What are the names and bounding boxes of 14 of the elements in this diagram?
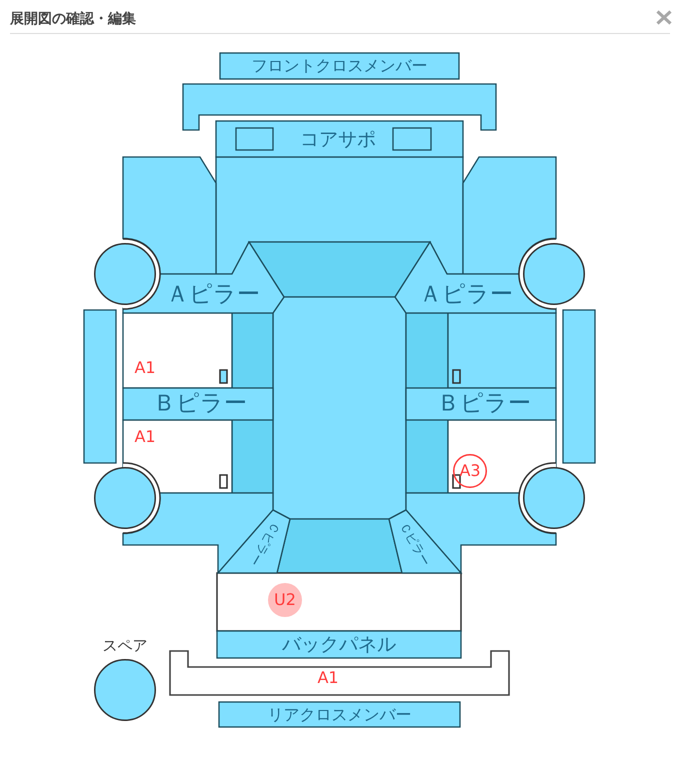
damage-code: A3 bbox=[459, 463, 481, 479]
panel-label: Ａピラー bbox=[419, 284, 513, 306]
panel-label: フロントクロスメンバー bbox=[252, 58, 428, 74]
damage-code: U2 bbox=[274, 592, 296, 608]
panel-label: Ｃピラー bbox=[397, 520, 432, 568]
panel-label: バックパネル bbox=[282, 636, 396, 654]
panel-label: Ｂピラー bbox=[153, 392, 247, 416]
panel-label: Ｃピラー bbox=[247, 520, 282, 568]
panel-label: Ａピラー bbox=[166, 284, 260, 306]
spare-tire-label: スペア bbox=[102, 638, 148, 654]
panel-label: コアサポ bbox=[300, 130, 376, 150]
panel-label: Ｂピラー bbox=[437, 392, 531, 416]
dialog-title: 展開図の確認・編集 bbox=[10, 11, 136, 28]
panel-label: リアクロスメンバー bbox=[268, 706, 412, 722]
